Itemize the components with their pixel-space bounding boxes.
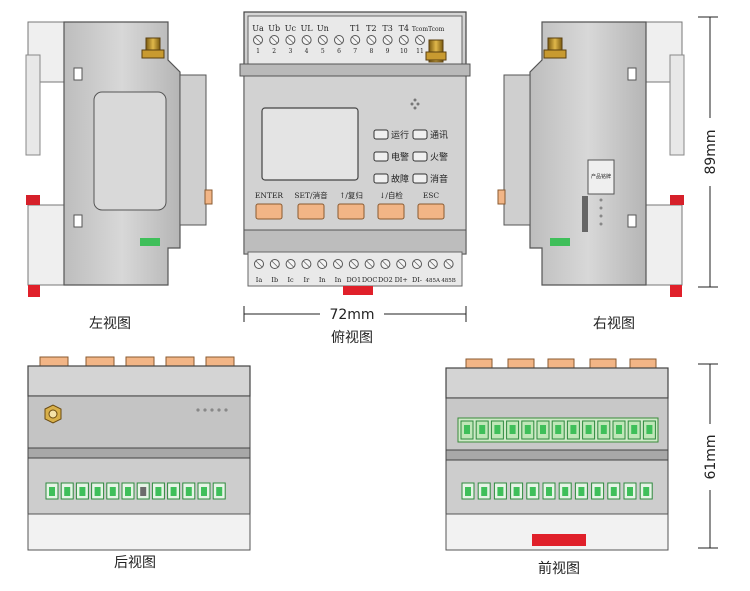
- top-terminal-label: Tcom: [412, 26, 429, 33]
- top-terminal-number: 9: [386, 48, 390, 55]
- indicator-label: 火警: [430, 151, 448, 163]
- button-label: SET/消音: [294, 190, 328, 200]
- back-view-caption: 后视图: [114, 555, 156, 571]
- speaker-grille: [410, 98, 420, 110]
- button-label: ↓/自检: [379, 190, 403, 200]
- terminal-tab: [125, 356, 155, 367]
- top-terminal-number: 5: [321, 48, 325, 55]
- bottom-terminal-label: DO1: [346, 276, 361, 284]
- right-side-view: 产品铭牌 右视图 89mm: [497, 16, 719, 332]
- top-terminal-strip: Ua 1 Ub 2 Uc 3 UL 4 Un 5 6 T1 7 T2 8 T3 9 T4 10 Tcom 11 Tcom: [252, 24, 444, 55]
- terminal-tab: [629, 358, 657, 369]
- bottom-terminal-label: DI-: [412, 276, 422, 284]
- indicator-led: [412, 129, 428, 140]
- top-terminal-number: 2: [272, 48, 276, 55]
- terminal-tab: [465, 358, 493, 369]
- bottom-terminal-label: 485B: [441, 278, 456, 284]
- bottom-terminal-label: Ic: [287, 276, 294, 284]
- panel-button[interactable]: [417, 203, 445, 220]
- indicator-label: 故障: [391, 173, 409, 185]
- right-view-caption: 右视图: [593, 316, 635, 332]
- indicator-led: [412, 173, 428, 184]
- top-terminal-number: 3: [288, 48, 292, 55]
- indicator-label: 电警: [391, 151, 409, 163]
- front-view: 前视图 61mm: [445, 358, 719, 577]
- top-terminal-label: UL: [301, 24, 314, 33]
- top-terminal-number: 8: [369, 48, 373, 55]
- indicator-led: [373, 173, 389, 184]
- terminal-tab: [165, 356, 195, 367]
- bottom-terminal-label: 485A: [426, 278, 441, 284]
- terminal-tab: [205, 356, 235, 367]
- top-terminal-number: 1: [256, 48, 260, 55]
- indicator-led: [373, 129, 389, 140]
- indicator-label: 通讯: [430, 130, 448, 141]
- bottom-terminal-label: DI+: [395, 276, 408, 284]
- bottom-terminal-label: Ir: [304, 276, 311, 284]
- top-terminal-number: 7: [353, 48, 357, 55]
- indicator-led: [373, 151, 389, 162]
- bottom-terminal-label: In: [335, 276, 342, 284]
- bottom-terminal-label: Ib: [271, 276, 278, 284]
- left-side-view: 左视图: [25, 21, 213, 332]
- back-led-dots: [196, 408, 228, 412]
- bottom-terminal-label: DOC: [362, 276, 378, 284]
- button-row: ENTER SET/消音 ↑/复归 ↓/自检 ESC: [255, 190, 445, 220]
- top-terminal-number: 10: [400, 48, 408, 55]
- top-terminal-label: T3: [382, 24, 392, 33]
- button-label: ↑/复归: [339, 190, 363, 200]
- terminal-tab: [589, 358, 617, 369]
- top-terminal-label: T2: [366, 24, 376, 33]
- bottom-terminal-label: Ia: [256, 276, 263, 284]
- top-terminal-number: 4: [305, 48, 309, 55]
- left-view-caption: 左视图: [89, 316, 131, 332]
- terminal-tab: [547, 358, 575, 369]
- bottom-terminal-label: DO2: [378, 276, 393, 284]
- top-terminal-number: 11: [416, 48, 424, 55]
- nameplate-label: 产品铭牌: [591, 173, 611, 180]
- indicator-label: 运行: [391, 129, 409, 141]
- top-terminal-number: 6: [337, 48, 341, 55]
- panel-button[interactable]: [337, 203, 365, 220]
- width-dimension: 72mm: [329, 307, 374, 323]
- top-terminal-label: Tcom: [428, 26, 445, 33]
- lcd-screen: [261, 107, 359, 181]
- top-terminal-label: T4: [399, 24, 409, 33]
- bottom-terminal-label: In: [319, 276, 326, 284]
- front-view-caption: 前视图: [538, 560, 580, 577]
- panel-button[interactable]: [297, 203, 325, 220]
- height-dimension-89: 89mm: [703, 129, 719, 174]
- button-label: ESC: [423, 191, 440, 200]
- panel-button[interactable]: [377, 203, 405, 220]
- terminal-tab: [39, 356, 69, 367]
- terminal-tab: [507, 358, 535, 369]
- terminal-tab: [85, 356, 115, 367]
- top-terminal-label: T1: [350, 24, 360, 33]
- indicator-label: 消音: [430, 173, 448, 185]
- top-terminal-label: Ub: [268, 24, 280, 33]
- height-dimension-61: 61mm: [703, 434, 719, 479]
- top-view-caption: 俯视图: [331, 330, 373, 346]
- top-terminal-label: Uc: [285, 24, 297, 33]
- button-label: ENTER: [255, 191, 284, 200]
- top-terminal-label: Un: [317, 24, 329, 33]
- indicator-led: [412, 151, 428, 162]
- panel-button[interactable]: [255, 203, 283, 220]
- top-terminal-label: Ua: [252, 24, 264, 33]
- back-view: 后视图: [27, 356, 251, 571]
